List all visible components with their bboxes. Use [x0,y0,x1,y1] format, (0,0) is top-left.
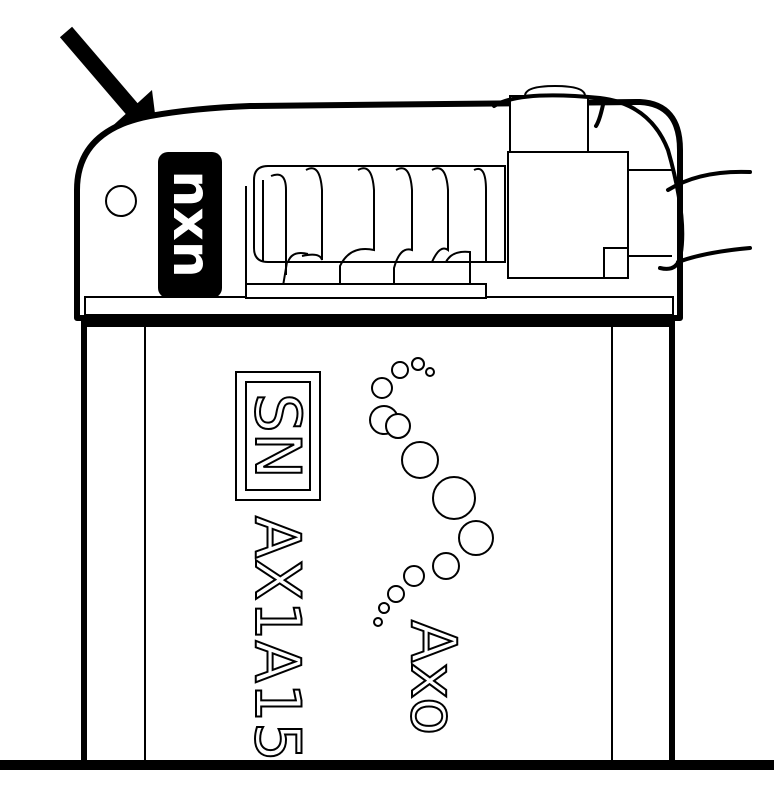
serial-number: AX1A150 [241,516,314,782]
bubble-logo-icon [369,357,494,627]
coil-assembly [245,165,506,287]
sn-label: SN [241,393,314,479]
serial-label: SN [235,371,321,501]
connector-block [507,84,672,279]
screw-hole [105,185,137,217]
tag-text: nxn [161,170,221,278]
cable [492,93,752,271]
coil-base-plate [245,283,487,299]
identification-tag: nxn [158,152,222,298]
brand-text: Axo [397,620,470,735]
ground-line [0,760,774,770]
